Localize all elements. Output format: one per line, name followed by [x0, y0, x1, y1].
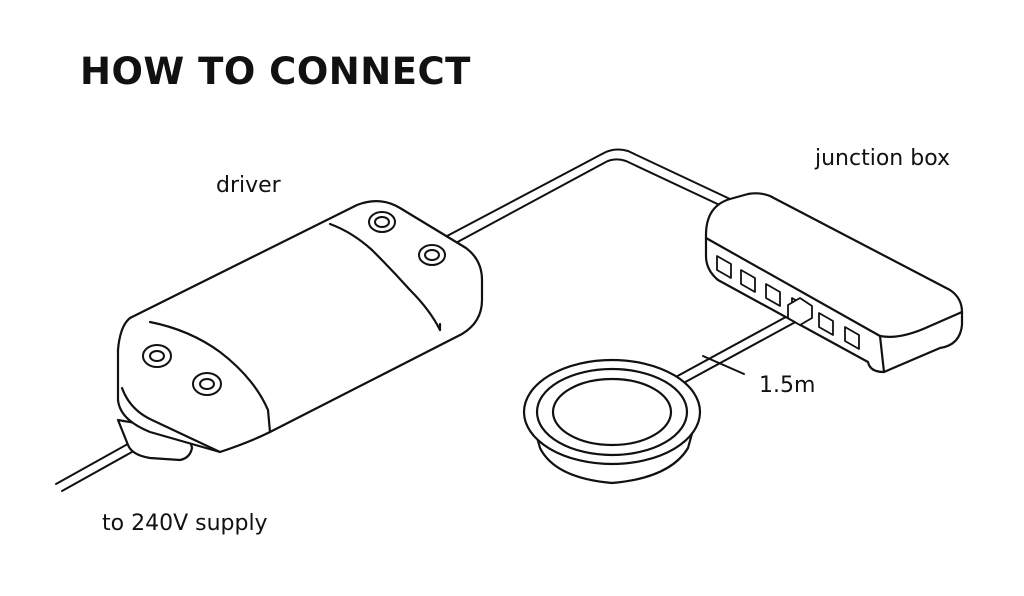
downlight-cable — [671, 311, 802, 387]
length-tick — [702, 355, 745, 375]
page-title: HOW TO CONNECT — [80, 50, 471, 93]
supply-label: to 240V supply — [102, 511, 268, 536]
driver-label: driver — [216, 173, 281, 198]
junction-box-label: junction box — [815, 146, 950, 171]
junction-box — [704, 192, 964, 374]
downlight — [522, 358, 702, 485]
plug-icon — [787, 297, 813, 326]
port-icon — [844, 326, 860, 350]
cable-length-label: 1.5m — [759, 373, 816, 398]
junction-ports — [716, 255, 860, 350]
port-icon — [818, 312, 834, 336]
driver — [116, 200, 484, 462]
port-icon — [716, 255, 732, 279]
driver-screws — [142, 211, 446, 396]
driver-to-junction-cable — [446, 148, 731, 246]
port-icon — [765, 283, 781, 307]
port-icon — [740, 269, 756, 293]
